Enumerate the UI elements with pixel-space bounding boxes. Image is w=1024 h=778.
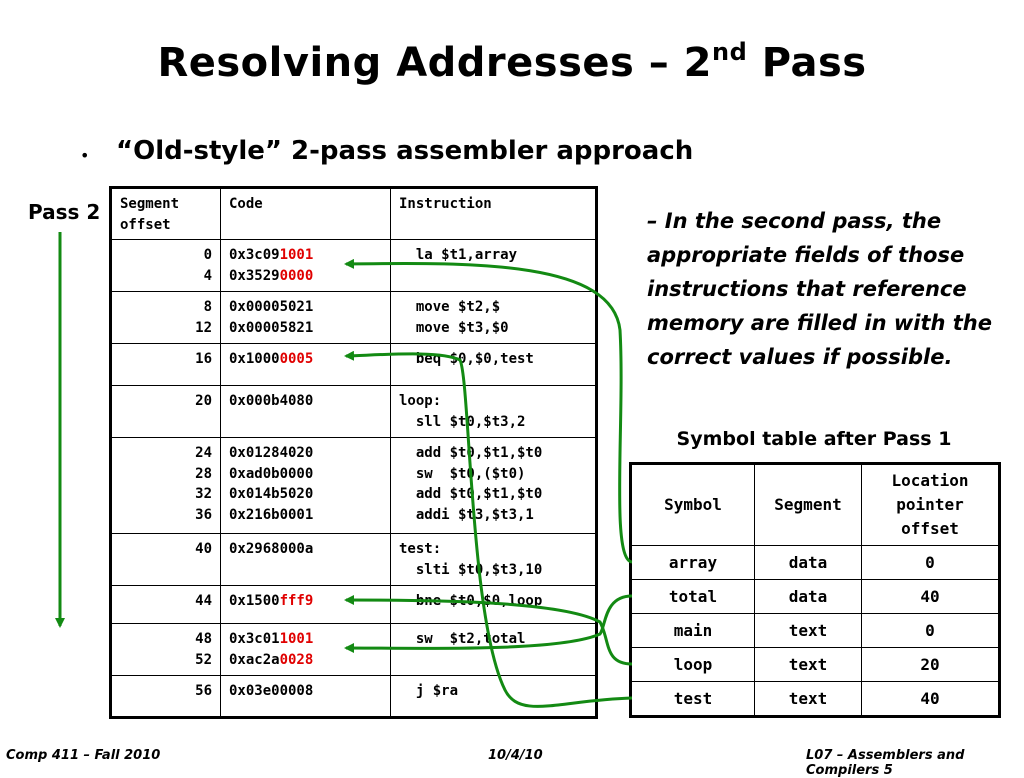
code-value: 0x00005821 — [229, 319, 314, 336]
code-table-row: 56 0x03e00008 j $ra — [110, 675, 597, 718]
code-highlight: 0000 — [279, 267, 314, 284]
segment-offset-cell: 44 — [110, 585, 221, 624]
slide-title: Resolving Addresses – 2nd Pass — [0, 38, 1024, 86]
instruction-cell: add $t0,$t1,$t0 sw $t0,($t0) add $t0,$t1… — [390, 437, 597, 534]
code-value: 0xac2a — [229, 651, 280, 668]
segment-offset-cell: 56 — [110, 675, 221, 718]
location-cell: 40 — [861, 681, 1000, 717]
segment-cell: data — [754, 545, 862, 580]
title-superscript: nd — [712, 38, 748, 66]
segment-cell: text — [754, 681, 862, 717]
code-value: 0x01284020 0xad0b0000 0x014b5020 0x216b0… — [229, 445, 314, 523]
code-table-row: 16 0x10000005 beq $0,$0,test — [110, 343, 597, 386]
title-text: Resolving Addresses – 2 — [157, 40, 713, 86]
code-cell: 0x3c091001 0x35290000 — [220, 239, 391, 292]
instruction-cell: la $t1,array — [390, 239, 597, 292]
test-reference-arrow — [344, 350, 633, 708]
header-location-offset: Location pointer offset — [861, 463, 1000, 546]
segment-cell: data — [754, 579, 862, 614]
header-code: Code — [220, 187, 391, 240]
total-reference-arrow — [344, 594, 633, 654]
header-instruction: Instruction — [390, 187, 597, 240]
code-cell: 0x03e00008 — [220, 675, 391, 718]
code-highlight: 0005 — [279, 351, 314, 367]
footer-center: 10/4/10 — [488, 748, 543, 763]
symbol-table: Symbol Segment Location pointer offset a… — [629, 462, 1001, 718]
explanation-text: – In the second pass, the appropriate fi… — [647, 209, 992, 369]
code-value: 0x03e00008 — [229, 683, 314, 699]
code-cell: 0x00005021 0x00005821 — [220, 291, 391, 344]
bullet-text: “Old-style” 2-pass assembler approach — [116, 136, 694, 166]
segment-offset-cell: 48 52 — [110, 623, 221, 676]
segment-offset-cell: 16 — [110, 343, 221, 386]
segment-offset-cell: 24 28 32 36 — [110, 437, 221, 534]
instruction-cell: beq $0,$0,test — [390, 343, 597, 386]
code-highlight: fff9 — [279, 593, 314, 609]
code-table-header-row: Segment offset Code Instruction — [110, 187, 597, 240]
symbol-table-title: Symbol table after Pass 1 — [676, 428, 952, 450]
instruction-cell: move $t2,$ move $t3,$0 — [390, 291, 597, 344]
segment-offset-cell: 0 4 — [110, 239, 221, 292]
code-value: 0x000b4080 — [229, 393, 314, 409]
code-value: 0x1000 — [229, 351, 280, 367]
segment-offset-cell: 8 12 — [110, 291, 221, 344]
segment-offset-cell: 20 — [110, 385, 221, 438]
title-text-end: Pass — [747, 40, 867, 86]
code-value: 0x3c01 — [229, 631, 280, 647]
symbol-table-header-row: Symbol Segment Location pointer offset — [630, 463, 1000, 546]
code-value: 0x00005021 — [229, 299, 314, 315]
code-value: 0x3c09 — [229, 247, 280, 263]
symbol-cell: main — [630, 613, 755, 648]
header-segment: Segment — [754, 463, 862, 546]
location-cell: 40 — [861, 579, 1000, 614]
instruction-cell: j $ra — [390, 675, 597, 718]
symbol-cell: test — [630, 681, 755, 717]
location-cell: 20 — [861, 647, 1000, 682]
code-cell: 0x01284020 0xad0b0000 0x014b5020 0x216b0… — [220, 437, 391, 534]
code-value: 0x3529 — [229, 267, 280, 284]
pass-label: Pass 2 — [28, 200, 101, 224]
code-value: 0x2968000a — [229, 541, 314, 557]
code-highlight: 1001 — [279, 631, 314, 647]
segment-cell: text — [754, 647, 862, 682]
footer-right: L07 – Assemblers and Compilers 5 — [806, 748, 965, 778]
bullet-dot-icon: • — [80, 146, 90, 165]
location-cell: 0 — [861, 613, 1000, 648]
footer-left: Comp 411 – Fall 2010 — [6, 748, 161, 763]
code-highlight: 1001 — [279, 247, 314, 263]
array-reference-arrow — [344, 258, 633, 564]
loop-reference-arrow — [344, 595, 633, 666]
code-value: 0x1500 — [229, 593, 280, 609]
symbol-cell: array — [630, 545, 755, 580]
code-highlight: 0028 — [279, 651, 314, 668]
code-cell: 0x000b4080 — [220, 385, 391, 438]
